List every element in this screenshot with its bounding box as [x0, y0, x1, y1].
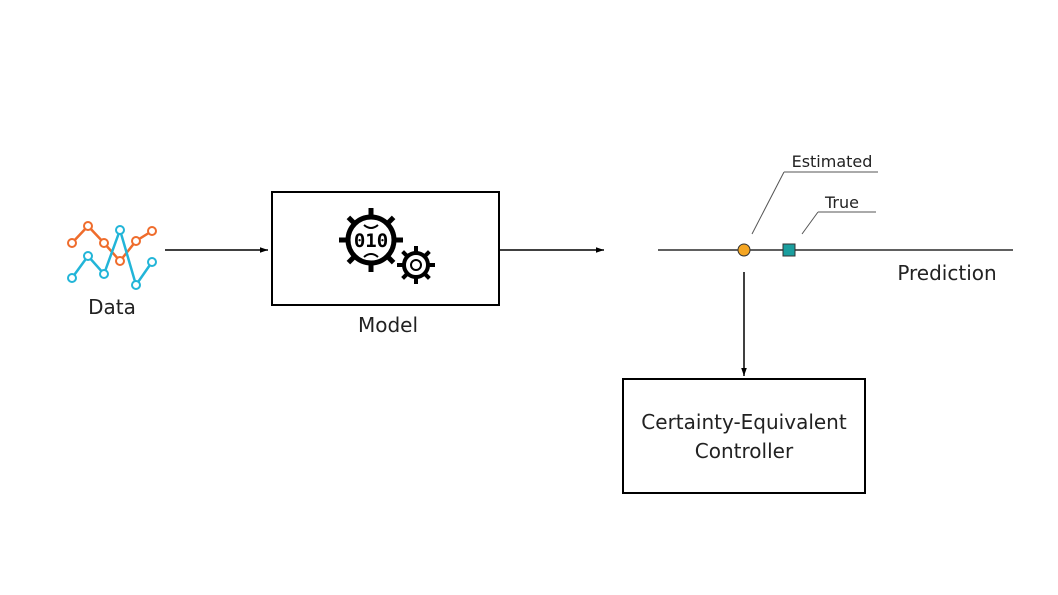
true-label: True — [824, 193, 859, 212]
data-label: Data — [88, 295, 136, 319]
estimated-label: Estimated — [792, 152, 873, 171]
prediction-label: Prediction — [897, 261, 996, 285]
estimated-callout-line — [751, 171, 785, 235]
true-marker — [782, 243, 796, 257]
estimated-marker — [737, 243, 751, 257]
model-label: Model — [358, 313, 418, 337]
controller-box — [622, 378, 866, 494]
svg-text:010: 010 — [354, 230, 388, 252]
controller-label-line1: Certainty-Equivalent — [641, 410, 847, 434]
controller-label-line2: Controller — [695, 439, 794, 463]
line-chart-icon — [67, 221, 157, 290]
true-callout-line — [801, 211, 819, 235]
gears-binary-icon: 010 — [339, 208, 435, 284]
